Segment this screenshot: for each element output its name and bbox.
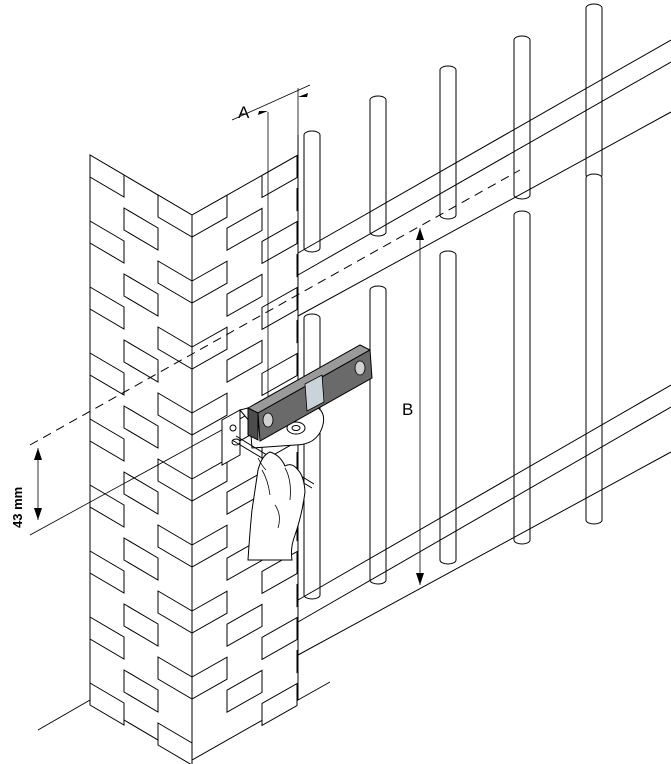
brick	[157, 722, 193, 764]
brick	[89, 616, 125, 660]
gate-bars	[303, 3, 603, 600]
gate-bar	[513, 35, 531, 200]
brick	[123, 207, 159, 251]
dimension-b: B	[402, 228, 424, 585]
brick	[226, 603, 263, 648]
brick	[296, 253, 299, 278]
brick	[226, 273, 263, 318]
gate-bar	[369, 285, 387, 585]
gate-bar	[303, 130, 321, 253]
brick	[296, 319, 299, 344]
brick	[123, 537, 159, 581]
gate-bar	[513, 210, 531, 545]
brick	[261, 616, 298, 661]
dimension-b-label: B	[402, 400, 413, 419]
gate-bar	[585, 3, 603, 180]
gate-bar	[585, 173, 603, 525]
brick	[261, 154, 298, 199]
gate-bar	[303, 313, 321, 600]
reference-lines	[29, 169, 521, 536]
hand-holding-pencil	[247, 451, 306, 561]
brick	[226, 669, 263, 714]
brick	[261, 286, 298, 331]
brick	[296, 187, 299, 212]
offset-label: 43 mm	[10, 487, 25, 528]
brick	[89, 484, 125, 528]
ground-lines	[37, 681, 331, 731]
dimension-a-label: A	[238, 103, 250, 122]
gate-bottom-rail	[297, 384, 671, 656]
brick	[261, 682, 298, 727]
dimension-a: A	[231, 84, 311, 420]
brick	[89, 286, 125, 330]
brick	[261, 352, 298, 397]
gate-bar	[439, 65, 457, 220]
gate-bar	[439, 250, 457, 565]
gate-bar	[369, 95, 387, 237]
gate-top-rail	[297, 39, 671, 317]
spirit-level	[246, 344, 373, 442]
brick	[123, 471, 159, 515]
brick	[89, 550, 125, 594]
brick	[89, 220, 125, 264]
brick	[89, 682, 125, 726]
brick	[89, 154, 125, 198]
brick	[226, 339, 263, 384]
brick	[261, 220, 298, 265]
brick	[123, 603, 159, 647]
brick	[123, 405, 159, 449]
brick	[226, 207, 263, 252]
brick	[89, 352, 125, 396]
brick	[123, 339, 159, 383]
brick	[296, 649, 299, 674]
brick-pillar	[89, 154, 299, 764]
brick	[296, 583, 299, 608]
brick	[123, 273, 159, 317]
brick	[123, 669, 159, 713]
dimension-43mm: 43 mm	[10, 448, 42, 528]
brick	[89, 418, 125, 462]
